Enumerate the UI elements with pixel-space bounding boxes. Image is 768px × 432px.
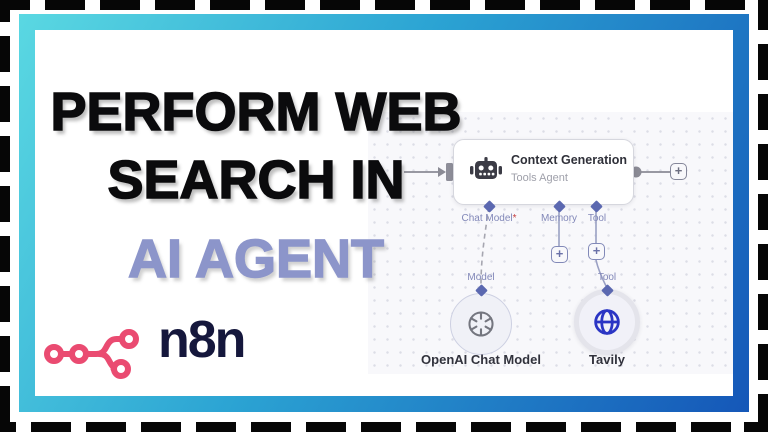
chat-model-port-label: Chat Model*	[449, 213, 529, 224]
n8n-logo-icon	[44, 329, 139, 379]
chat-model-port-text: Chat Model	[461, 213, 513, 224]
agent-node-subtitle: Tools Agent	[511, 172, 568, 184]
tool-connection-line	[595, 207, 607, 287]
input-port	[446, 163, 453, 181]
dashed-border-right	[758, 0, 768, 432]
headline-line-3: AI AGENT	[127, 229, 385, 289]
chat-model-connection-line	[480, 206, 490, 285]
openai-node-label: OpenAI Chat Model	[421, 352, 541, 367]
globe-icon	[594, 309, 620, 335]
output-connection-line	[630, 166, 670, 178]
tavily-node[interactable]	[574, 289, 640, 355]
model-port-label: Model	[467, 272, 495, 283]
dashed-border-bottom	[0, 422, 768, 432]
dashed-border-top	[0, 0, 768, 10]
input-arrow-icon	[438, 167, 446, 177]
memory-port-label: Memory	[540, 213, 578, 224]
add-tool-button[interactable]: +	[588, 243, 605, 260]
workflow-connections	[404, 163, 670, 287]
agent-node-title: Context Generation	[511, 153, 627, 167]
add-next-node-button[interactable]: +	[670, 163, 687, 180]
required-asterisk: *	[512, 213, 517, 224]
tavily-node-label: Tavily	[589, 352, 625, 367]
input-connection-line	[404, 163, 453, 181]
add-memory-button[interactable]: +	[551, 246, 568, 263]
n8n-wordmark: n8n	[158, 311, 246, 369]
openai-icon	[468, 311, 494, 337]
robot-icon	[470, 157, 502, 179]
tavily-tool-port-label: Tool	[597, 272, 617, 283]
openai-chat-model-node[interactable]	[450, 293, 512, 355]
headline-line-1: PERFORM WEB	[50, 82, 463, 142]
headline-line-2: SEARCH IN	[107, 150, 406, 210]
agent-node[interactable]: Context Generation Tools Agent	[453, 139, 634, 205]
tool-port-label: Tool	[587, 213, 607, 224]
dashed-border-left	[0, 0, 10, 432]
